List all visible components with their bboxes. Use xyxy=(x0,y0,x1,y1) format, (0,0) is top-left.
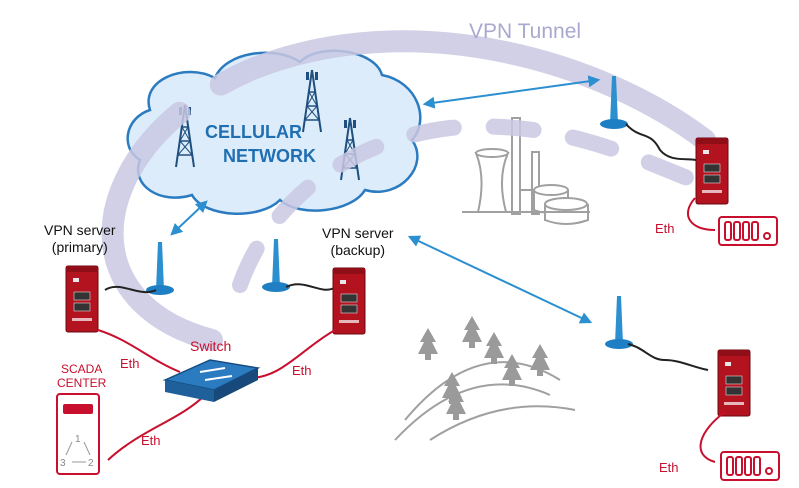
eth-label: Eth xyxy=(120,356,140,371)
switch-label: Switch xyxy=(190,338,232,354)
meter-icon xyxy=(718,216,778,246)
svg-text:2: 2 xyxy=(88,458,94,469)
scada-center-label: SCADA CENTER xyxy=(57,362,107,390)
meter-icon xyxy=(720,451,780,481)
scada-center-icon: 1 3 2 xyxy=(56,393,100,475)
wireless-link xyxy=(170,200,208,236)
antenna-icon xyxy=(146,242,174,295)
forest-illustration xyxy=(394,316,576,441)
vpn-tunnel-arc xyxy=(101,30,716,351)
industrial-plant-illustration xyxy=(462,117,590,225)
antenna-icon xyxy=(605,296,633,349)
eth-label: Eth xyxy=(141,433,161,448)
router-device-icon xyxy=(695,137,729,205)
eth-label: Eth xyxy=(292,363,312,378)
vpn-tunnel-backup-arc xyxy=(232,118,713,293)
vpn-tunnel-label: VPN Tunnel xyxy=(469,20,582,43)
eth-label: Eth xyxy=(655,221,675,236)
wireless-link xyxy=(407,235,593,324)
cloud-label-line1: CELLULAR xyxy=(205,122,302,142)
router-device-icon xyxy=(332,267,366,335)
vpn-server-backup-label: VPN server (backup) xyxy=(322,225,394,258)
svg-text:3: 3 xyxy=(60,458,66,469)
eth-label: Eth xyxy=(659,460,679,475)
cellular-network-cloud xyxy=(126,49,422,215)
router-device-icon xyxy=(65,265,99,333)
svg-text:1: 1 xyxy=(75,434,81,445)
wireless-link xyxy=(422,75,601,109)
vpn-server-primary-label: VPN server (primary) xyxy=(44,222,116,255)
router-device-icon xyxy=(717,349,751,417)
cloud-label-line2: NETWORK xyxy=(223,146,316,166)
network-switch-icon xyxy=(162,359,261,402)
antenna-icon xyxy=(262,239,290,292)
